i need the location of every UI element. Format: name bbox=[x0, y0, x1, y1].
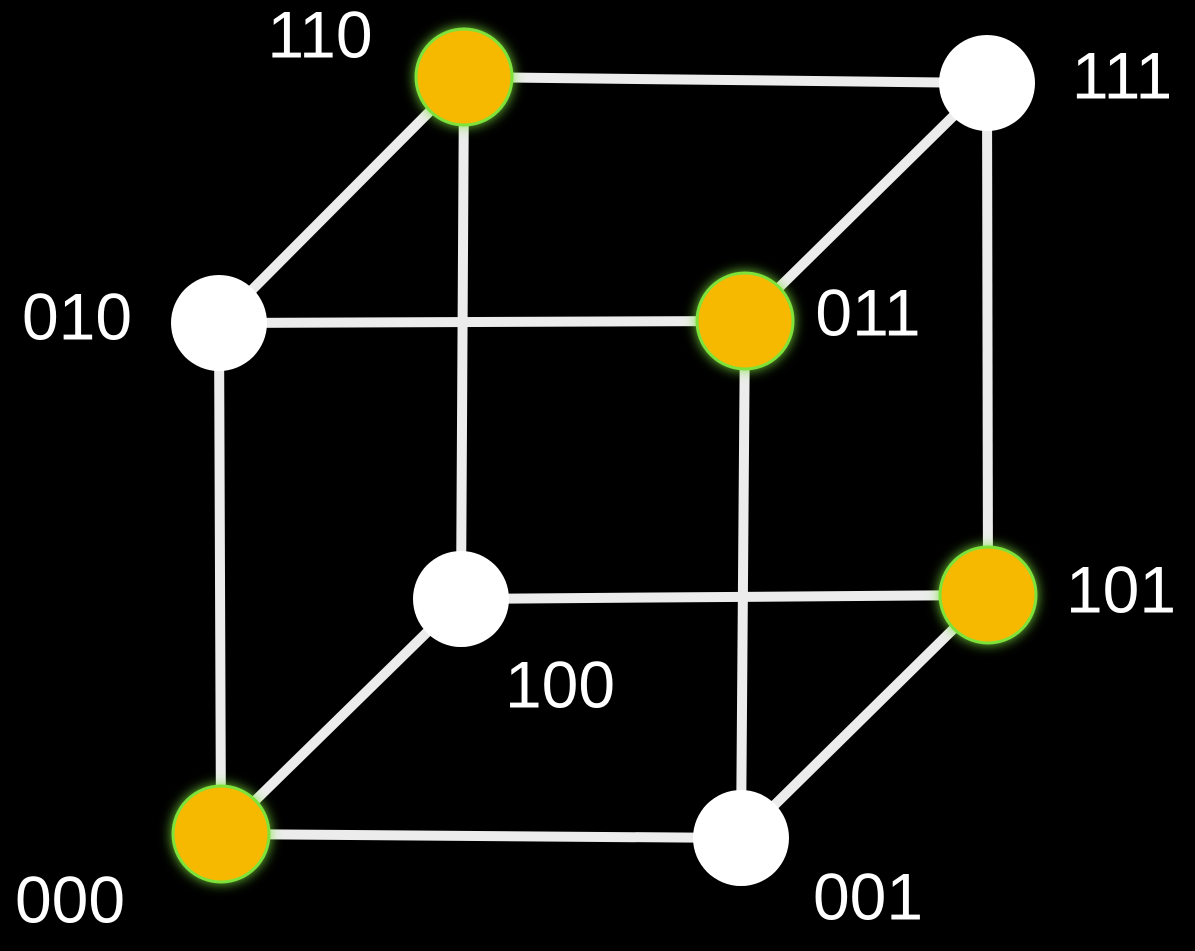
vertex-000-highlighted bbox=[171, 784, 271, 884]
vertex-101-highlighted bbox=[938, 545, 1038, 645]
edge-011-111 bbox=[740, 78, 992, 326]
vertex-label-110: 110 bbox=[267, 0, 372, 71]
edge-001-101 bbox=[736, 590, 993, 843]
edge-010-110 bbox=[214, 72, 469, 328]
edge-000-100 bbox=[216, 594, 466, 839]
vertex-110-highlighted bbox=[414, 27, 514, 127]
edge-100-101 bbox=[456, 590, 993, 604]
labels-layer: 000 001 010 011 100 101 110 111 bbox=[15, 0, 1176, 936]
vertex-111 bbox=[939, 35, 1035, 131]
edge-000-001 bbox=[216, 829, 746, 843]
vertex-label-101: 101 bbox=[1066, 552, 1176, 626]
edge-010-011 bbox=[214, 316, 750, 328]
vertex-100 bbox=[413, 551, 509, 647]
vertex-label-010: 010 bbox=[22, 279, 132, 353]
nodes-layer bbox=[171, 27, 1038, 886]
vertex-001 bbox=[693, 790, 789, 886]
vertex-010 bbox=[171, 275, 267, 371]
vertex-label-100: 100 bbox=[505, 647, 615, 721]
vertex-label-000: 000 bbox=[15, 862, 125, 936]
vertex-label-111: 111 bbox=[1072, 38, 1172, 112]
edge-110-111 bbox=[459, 72, 992, 88]
edge-000-010 bbox=[214, 318, 226, 839]
vertex-label-001: 001 bbox=[813, 859, 923, 933]
edges-layer bbox=[214, 72, 993, 843]
edge-001-011 bbox=[736, 316, 750, 843]
edge-101-111 bbox=[982, 78, 993, 600]
vertex-label-011: 011 bbox=[815, 275, 920, 349]
edge-100-110 bbox=[456, 72, 469, 604]
vertex-011-highlighted bbox=[695, 271, 795, 371]
